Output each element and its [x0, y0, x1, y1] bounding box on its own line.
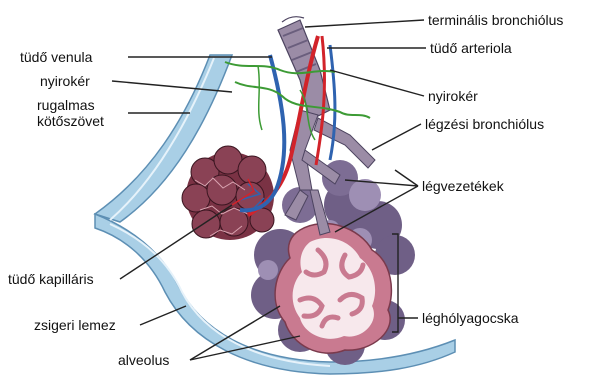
label-elastic-tissue-line1: rugalmas — [37, 97, 104, 113]
label-elastic-tissue-line2: kötőszövet — [37, 113, 104, 129]
label-terminal-bronchiole: terminális bronchiólus — [428, 12, 563, 28]
leader-visceral-pleura — [140, 306, 186, 325]
leader-alveolar-ducts-c — [395, 170, 418, 186]
label-pulmonary-arteriole: tüdő arteriola — [430, 40, 512, 56]
leader-respiratory-bronchiole — [372, 124, 421, 150]
label-lymph-right: nyirokér — [428, 88, 478, 104]
label-elastic-tissue: rugalmas kötőszövet — [37, 97, 104, 129]
leader-lymph-right — [330, 70, 424, 96]
capillary-cluster — [182, 146, 274, 240]
label-lymph-left: nyirokér — [40, 73, 90, 89]
label-alveolus: alveolus — [118, 352, 169, 368]
label-alveolar-sac: léghólyagocska — [422, 310, 519, 326]
leader-terminal-bronchiole — [305, 20, 424, 27]
label-pulmonary-capillary: tüdő kapilláris — [8, 271, 94, 287]
label-pulmonary-venule: tüdő venula — [20, 49, 92, 65]
label-respiratory-bronchiole: légzési bronchiólus — [425, 116, 544, 132]
label-alveolar-ducts: légvezetékek — [422, 178, 504, 194]
label-visceral-pleura: zsigeri lemez — [34, 317, 116, 333]
